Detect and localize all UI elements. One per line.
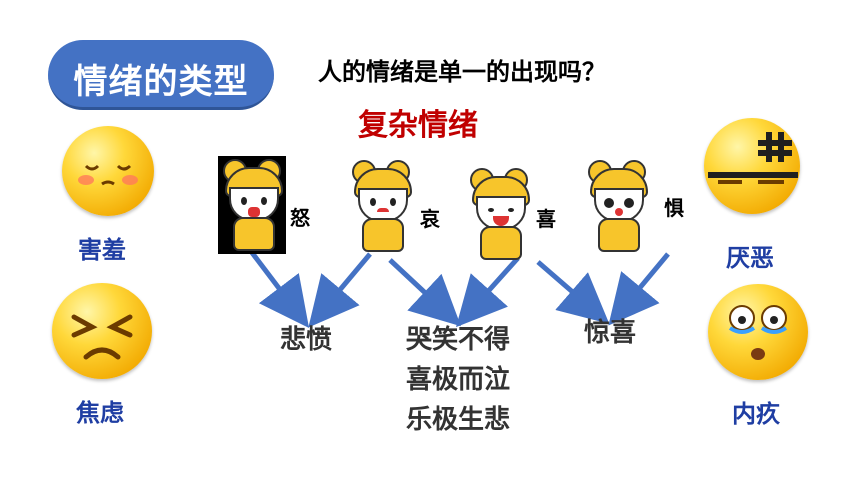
emotion-anger: 怒 bbox=[290, 206, 310, 230]
emotion-label-disgust: 厌恶 bbox=[726, 244, 774, 272]
arrow-sorrow-to-mixed bbox=[388, 258, 461, 327]
joy-cartoon bbox=[468, 168, 530, 260]
emotion-sorrow: 哀 bbox=[420, 207, 440, 231]
question-text: 人的情绪是单一的出现吗？ bbox=[318, 58, 606, 86]
arrow-fear-to-surprise bbox=[608, 252, 670, 326]
arrow-joy-to-mixed bbox=[455, 256, 520, 328]
emotion-label-guilt: 内疚 bbox=[732, 400, 780, 428]
arrow-anger-to-grief bbox=[248, 248, 310, 328]
emotion-label-shy: 害羞 bbox=[78, 236, 126, 264]
shy-face-icon bbox=[62, 126, 154, 216]
subtitle: 复杂情绪 bbox=[358, 108, 478, 143]
arrow-sorrow-to-grief bbox=[308, 252, 372, 328]
combined-mixed-2: 喜极而泣 bbox=[406, 365, 511, 395]
fear-cartoon bbox=[586, 160, 648, 252]
emotion-label-anxiety: 焦虑 bbox=[76, 399, 124, 427]
combined-mixed-3: 乐极生悲 bbox=[406, 405, 511, 435]
title-banner: 情绪的类型 bbox=[48, 40, 274, 110]
combined-mixed-list: 哭笑不得 喜极而泣 乐极生悲 bbox=[406, 320, 510, 440]
arrow-joy-to-surprise bbox=[536, 260, 610, 324]
emotion-joy: 喜 bbox=[536, 207, 556, 231]
emotion-fear: 惧 bbox=[664, 196, 684, 220]
combined-grief-anger: 悲愤 bbox=[280, 325, 333, 355]
combined-surprise: 惊喜 bbox=[584, 318, 637, 348]
anxious-face-icon bbox=[52, 283, 152, 379]
combined-mixed-1: 哭笑不得 bbox=[406, 325, 511, 355]
sorrow-cartoon bbox=[350, 160, 412, 252]
page-title: 情绪的类型 bbox=[73, 62, 249, 102]
guilt-face-icon bbox=[708, 284, 808, 380]
disgust-face-icon bbox=[704, 118, 800, 214]
anger-cartoon bbox=[218, 156, 286, 254]
